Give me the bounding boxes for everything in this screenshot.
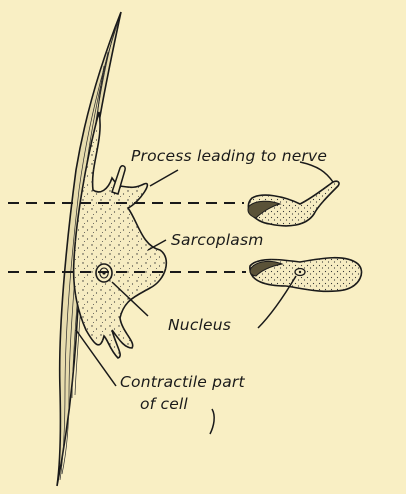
label-sarcoplasm: Sarcoplasm [171,231,264,249]
label-contractile-line2: of cell [140,395,188,413]
cross-section-upper [248,181,339,226]
label-process: Process leading to nerve [131,147,327,165]
label-contractile-line1: Contractile part [120,373,245,391]
leader-process [150,170,178,186]
leader-contractile-lower [210,409,214,434]
label-nucleus: Nucleus [168,316,231,334]
leader-process-right [300,162,333,182]
cross-section-lower [250,258,362,292]
